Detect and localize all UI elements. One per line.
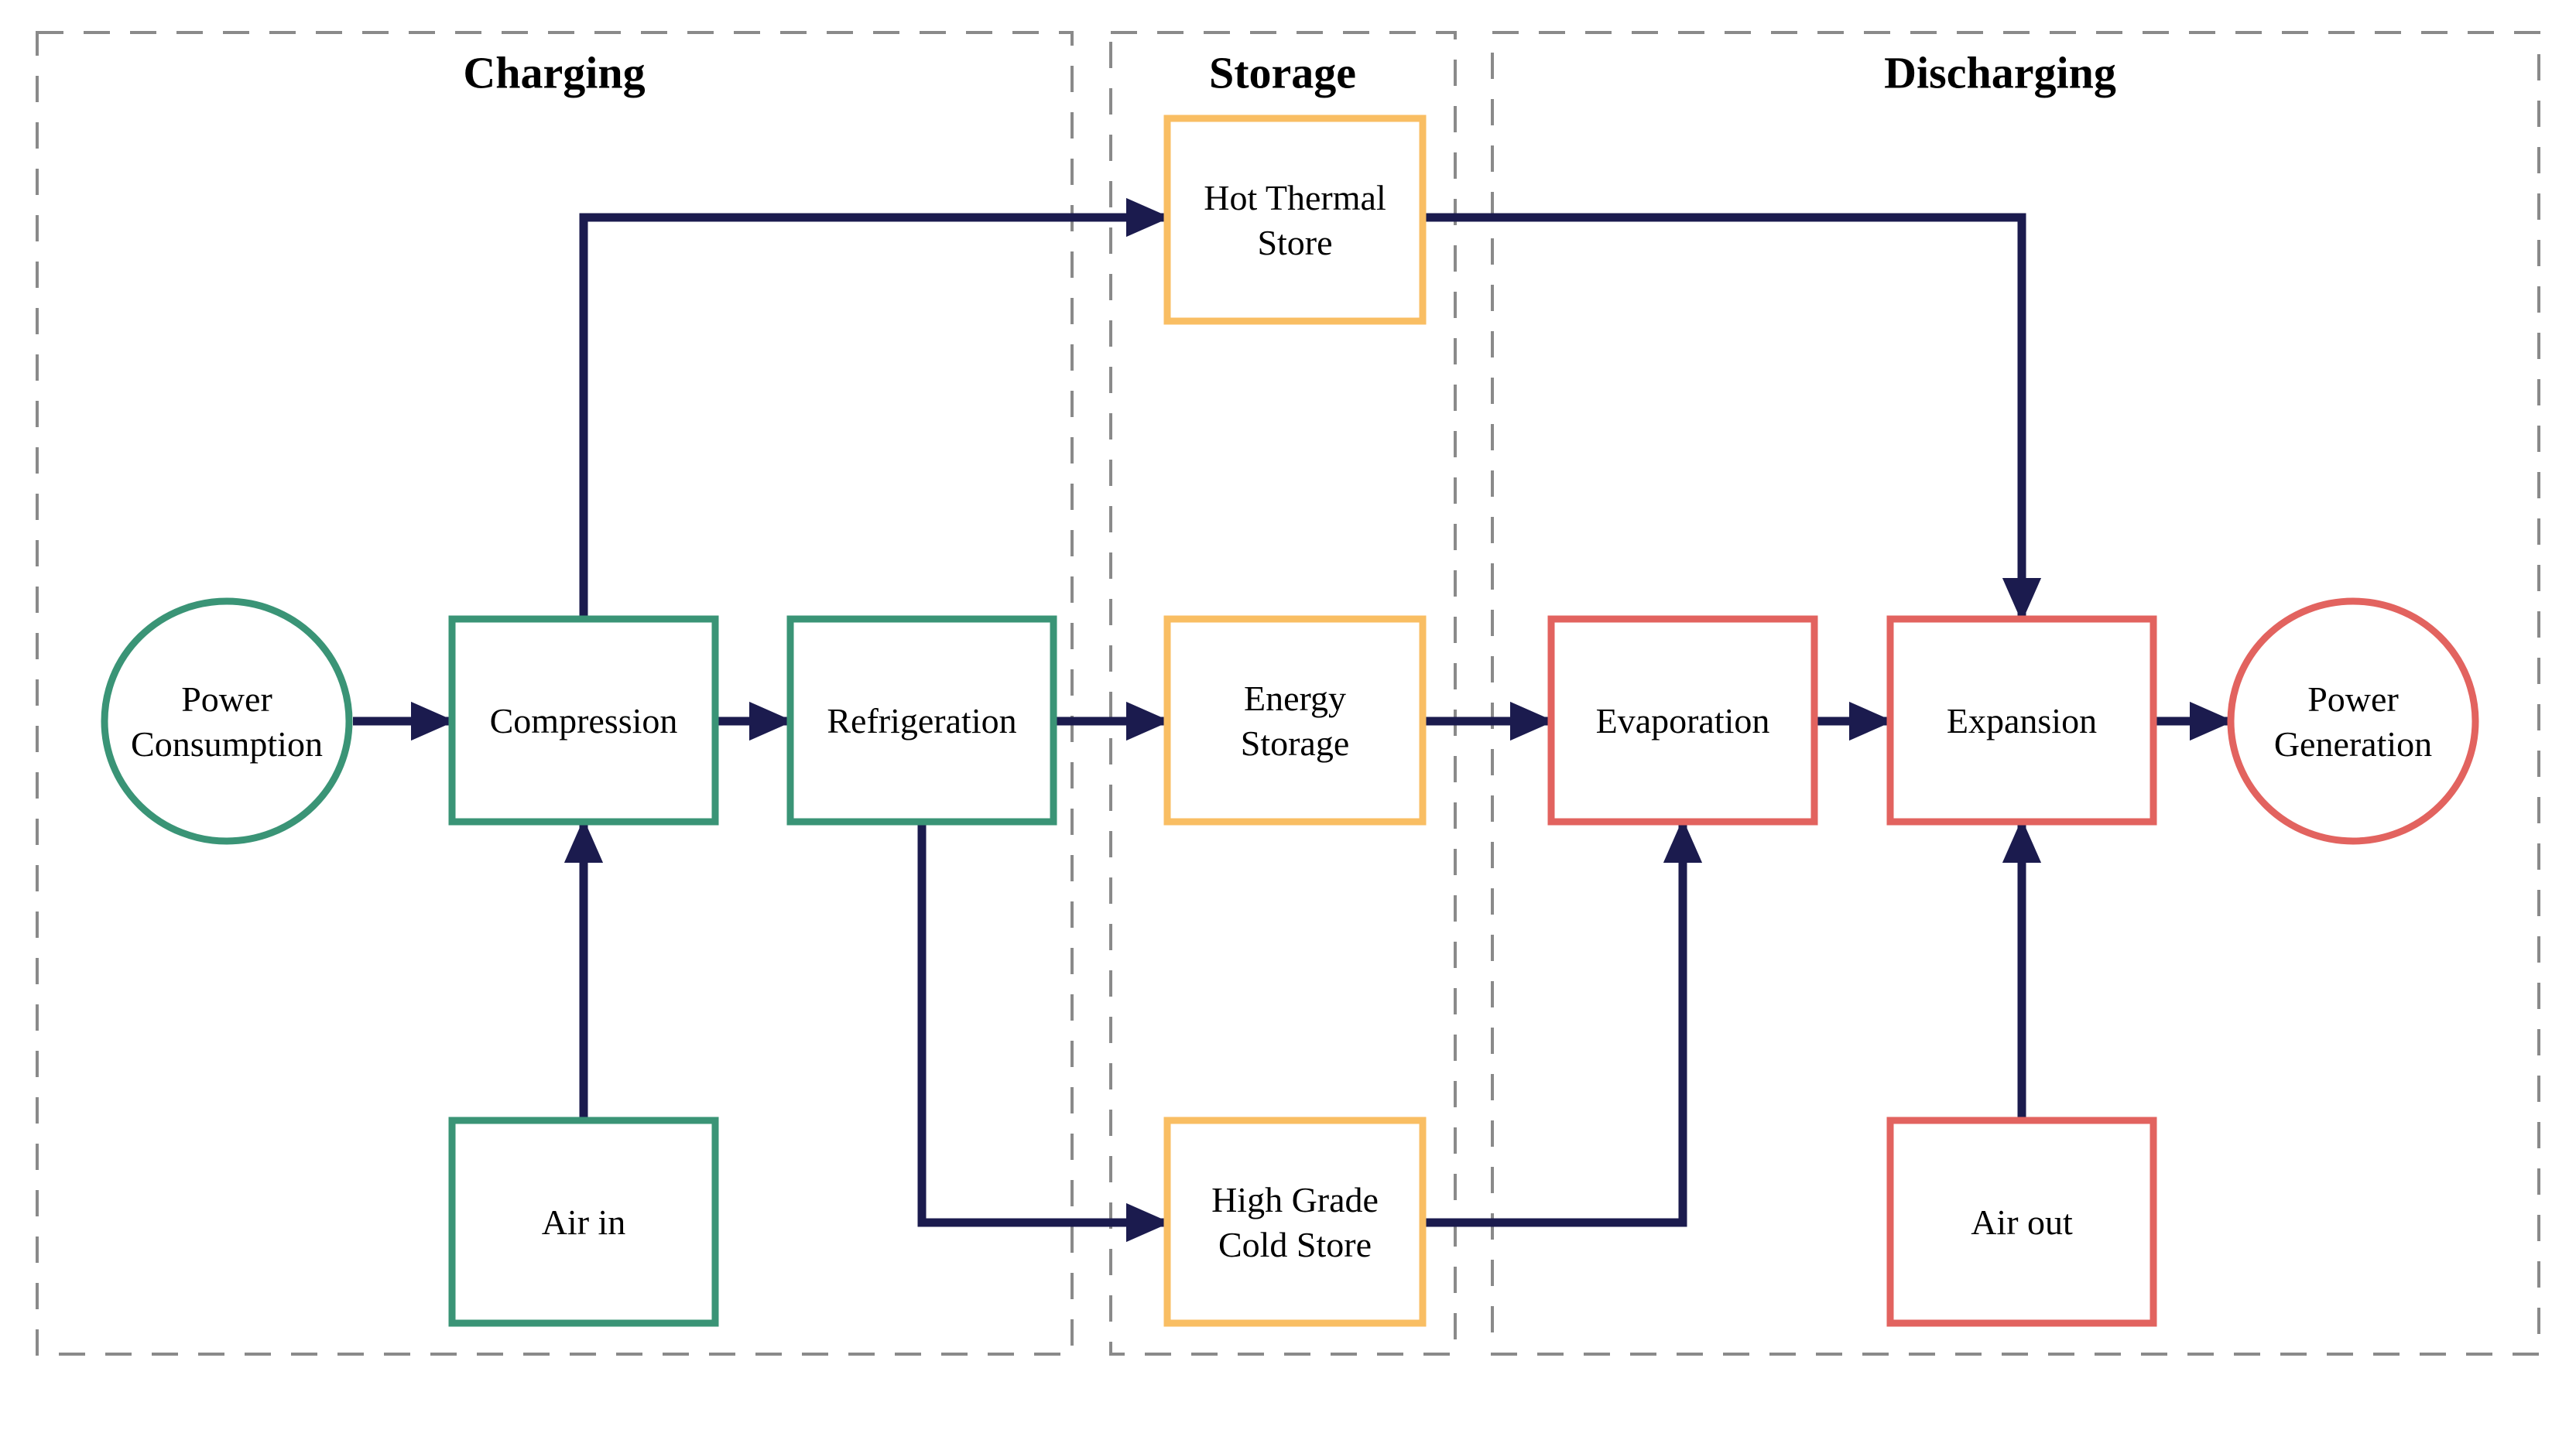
section-panel-storage (1109, 31, 1457, 1356)
section-title-charging: Charging (463, 47, 645, 97)
node-shape-expansion (1886, 615, 2157, 826)
node-label-air-in: Air in (542, 1202, 626, 1242)
node-air-out[interactable]: Air out (1886, 1117, 2157, 1327)
node-shape-power-consumption (101, 597, 353, 845)
flow-compression-to-hot-thermal-store (579, 197, 1171, 616)
node-shape-high-grade-cold-store (1163, 1117, 1427, 1327)
node-shape-evaporation (1547, 615, 1818, 826)
node-shape-hot-thermal-store (1163, 115, 1427, 325)
section-panel-charging (36, 31, 1074, 1356)
node-shape-refrigeration (786, 615, 1057, 826)
node-label-air-out: Air out (1971, 1202, 2073, 1242)
node-shape-air-out (1886, 1117, 2157, 1327)
node-shape-energy-storage (1163, 615, 1427, 826)
flow-refrigeration-to-high-grade-cold-store (917, 825, 1171, 1243)
node-shape-air-in (448, 1117, 719, 1327)
section-title-storage: Storage (1209, 47, 1356, 97)
node-compression[interactable]: Compression (448, 615, 719, 826)
section-title-discharging: Discharging (1884, 47, 2116, 97)
section-titles: Charging Storage Discharging (463, 47, 2115, 97)
node-label-evaporation: Evaporation (1596, 701, 1770, 741)
flow-high-grade-cold-store-to-evaporation (1426, 818, 1703, 1227)
node-expansion[interactable]: Expansion (1886, 615, 2157, 826)
flow-hot-thermal-store-to-expansion (1426, 213, 2042, 623)
flow-connectors (353, 197, 2235, 1243)
node-shape-compression (448, 615, 719, 826)
node-label-compression: Compression (490, 701, 678, 741)
node-refrigeration[interactable]: Refrigeration (786, 615, 1057, 826)
node-evaporation[interactable]: Evaporation (1547, 615, 1818, 826)
node-air-in[interactable]: Air in (448, 1117, 719, 1327)
node-label-expansion: Expansion (1947, 701, 2097, 741)
node-shape-power-generation (2227, 597, 2479, 845)
node-label-refrigeration: Refrigeration (827, 701, 1016, 741)
section-panel-discharging (1491, 31, 2540, 1356)
section-panels (36, 31, 2540, 1356)
